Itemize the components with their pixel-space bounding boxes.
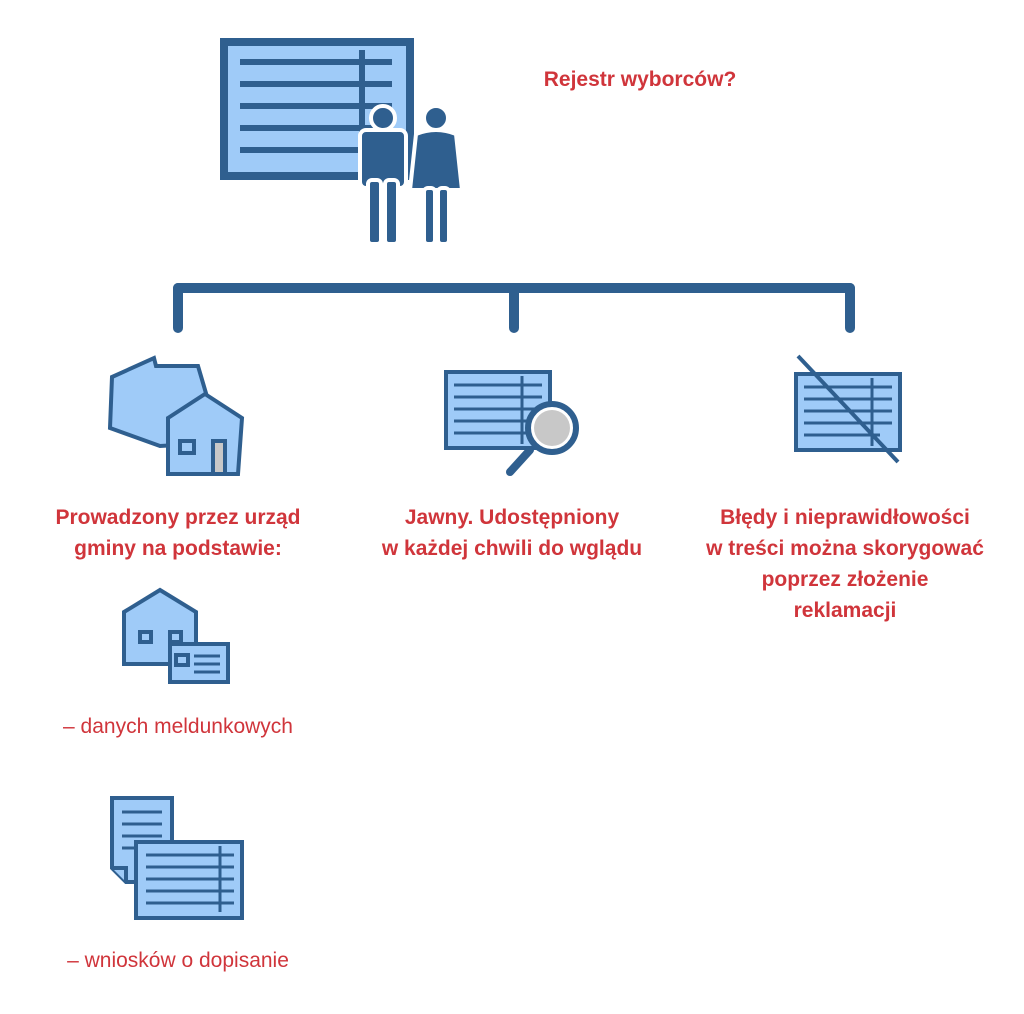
voters-icon bbox=[358, 104, 465, 246]
residence-data-icon bbox=[122, 587, 230, 684]
applications-documents-icon bbox=[110, 796, 244, 920]
branch-3-line-2: w treści można skorygować bbox=[706, 537, 984, 560]
branch-1-text: Prowadzony przez urząd gminy na podstawi… bbox=[26, 502, 330, 564]
branch-1-line-1: Prowadzony przez urząd bbox=[55, 506, 301, 529]
page-title: Rejestr wyborców? bbox=[543, 68, 737, 91]
branch-2-text: Jawny. Udostępniony w każdej chwili do w… bbox=[356, 502, 668, 564]
branch-3-line-1: Błędy i nieprawidłowości bbox=[720, 506, 970, 529]
branch-3-line-3: poprzez złożenie bbox=[761, 568, 929, 591]
public-register-magnifier-icon bbox=[444, 370, 579, 476]
municipality-house-icon bbox=[107, 355, 245, 476]
branch-3-text: Błędy i nieprawidłowości w treści można … bbox=[690, 502, 1000, 626]
branch-3-line-4: reklamacji bbox=[793, 599, 897, 622]
branch-1-subitem-applications: – wniosków o dopisanie bbox=[67, 949, 289, 972]
branch-1-line-2: gminy na podstawie: bbox=[74, 537, 282, 560]
branch-connector bbox=[173, 283, 855, 333]
branch-1-subitem-residence: – danych meldunkowych bbox=[63, 715, 293, 738]
branch-2-line-2: w każdej chwili do wglądu bbox=[381, 537, 643, 560]
branch-2-line-1: Jawny. Udostępniony bbox=[404, 506, 620, 529]
correction-document-icon bbox=[794, 354, 902, 464]
